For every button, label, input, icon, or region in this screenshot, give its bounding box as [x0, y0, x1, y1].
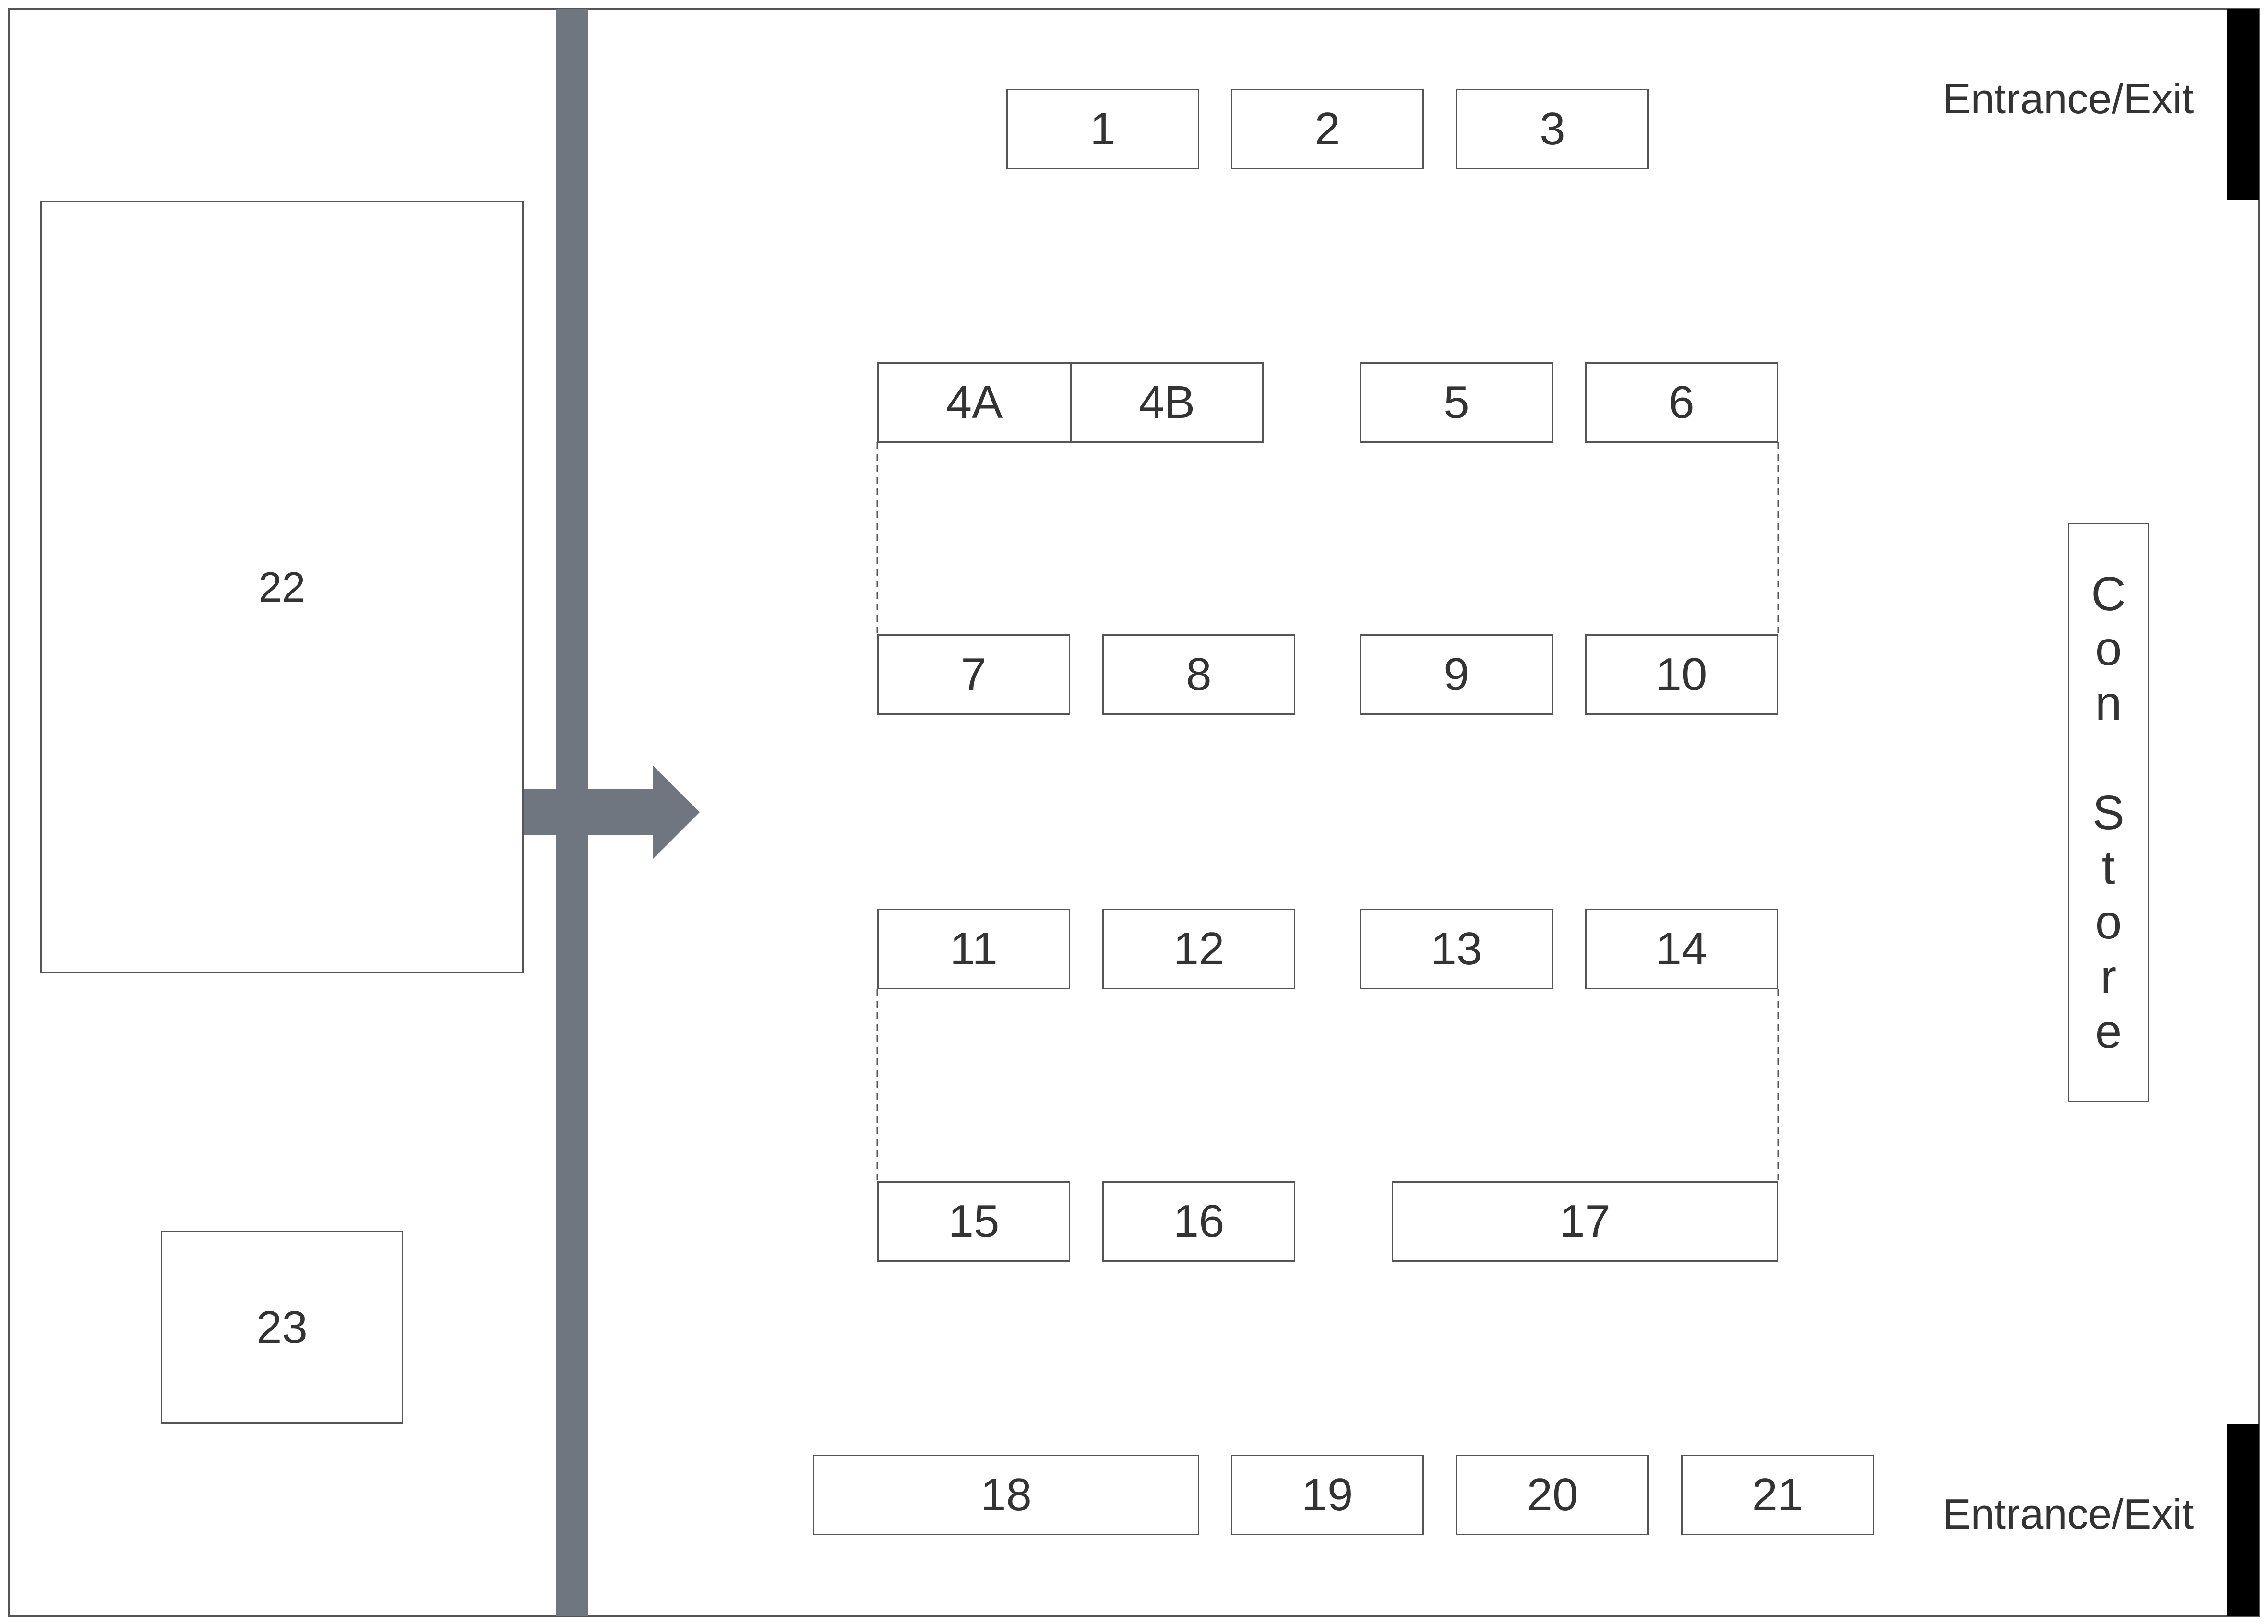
booth-label: 13	[1431, 923, 1482, 974]
con-store-letter: t	[2101, 840, 2115, 894]
booth-15[interactable]: 15	[877, 1181, 1070, 1262]
booth-12[interactable]: 12	[1102, 909, 1295, 989]
booth-label: 12	[1173, 923, 1225, 974]
booth-23[interactable]: 23	[161, 1231, 403, 1424]
booth-3[interactable]: 3	[1456, 89, 1649, 169]
booth-label: 8	[1186, 649, 1212, 700]
booth-label: 22	[258, 563, 306, 611]
con-store-letter: e	[2095, 1004, 2122, 1058]
booth-16[interactable]: 16	[1102, 1181, 1295, 1262]
booth-7[interactable]: 7	[877, 634, 1070, 715]
booth-label: 5	[1444, 377, 1469, 428]
entrance-door-bottom	[2227, 1424, 2259, 1616]
con-store[interactable]: C o n S t o r e	[2068, 523, 2149, 1102]
booth-label: 6	[1669, 377, 1695, 428]
booth-19[interactable]: 19	[1231, 1455, 1424, 1535]
booth-label: 21	[1752, 1469, 1803, 1520]
booth-label: 15	[948, 1196, 1000, 1247]
booth-17[interactable]: 17	[1392, 1181, 1778, 1262]
booth-label: 4A	[946, 377, 1003, 428]
booth-1[interactable]: 1	[1006, 89, 1199, 169]
con-store-letter: C	[2091, 567, 2126, 621]
booth-label: 23	[256, 1301, 308, 1353]
dashed-connectors	[876, 442, 1779, 1181]
con-store-letter: o	[2095, 621, 2122, 676]
booth-4b[interactable]: 4B	[1070, 362, 1264, 443]
booth-9[interactable]: 9	[1360, 634, 1553, 715]
booth-13[interactable]: 13	[1360, 909, 1553, 989]
booth-6[interactable]: 6	[1585, 362, 1778, 443]
booth-2[interactable]: 2	[1231, 89, 1424, 169]
booth-label: 11	[950, 923, 998, 974]
booth-label: 18	[980, 1469, 1032, 1520]
entrance-exit-label-bottom: Entrance/Exit	[1943, 1490, 2194, 1538]
con-store-letter: n	[2095, 676, 2122, 730]
booth-22[interactable]: 22	[40, 201, 524, 973]
con-store-letter: o	[2095, 895, 2122, 949]
booth-10[interactable]: 10	[1585, 634, 1778, 715]
booth-label: 2	[1314, 103, 1340, 154]
booth-label: 14	[1656, 923, 1707, 974]
entrance-door-top	[2227, 9, 2259, 200]
booth-label: 3	[1540, 103, 1565, 154]
double-arrow-icon	[443, 765, 700, 859]
entrance-exit-label-top: Entrance/Exit	[1943, 75, 2194, 122]
booth-label: 9	[1444, 649, 1469, 700]
booth-20[interactable]: 20	[1456, 1455, 1649, 1535]
booth-label: 1	[1090, 103, 1116, 154]
booth-label: 4B	[1138, 377, 1195, 428]
booth-4a[interactable]: 4A	[877, 362, 1072, 443]
booth-label: 19	[1301, 1469, 1353, 1520]
booth-label: 7	[961, 649, 987, 700]
booth-8[interactable]: 8	[1102, 634, 1295, 715]
booth-11[interactable]: 11	[877, 909, 1070, 989]
booth-14[interactable]: 14	[1585, 909, 1778, 989]
booth-label: 10	[1656, 649, 1707, 700]
con-store-letter: r	[2100, 949, 2117, 1004]
booth-label: 20	[1527, 1469, 1578, 1520]
booth-5[interactable]: 5	[1360, 362, 1553, 443]
booth-label: 17	[1559, 1196, 1611, 1247]
booth-label: 16	[1173, 1196, 1225, 1247]
con-store-letter: S	[2092, 785, 2125, 840]
booth-21[interactable]: 21	[1681, 1455, 1874, 1535]
booth-18[interactable]: 18	[813, 1455, 1199, 1535]
